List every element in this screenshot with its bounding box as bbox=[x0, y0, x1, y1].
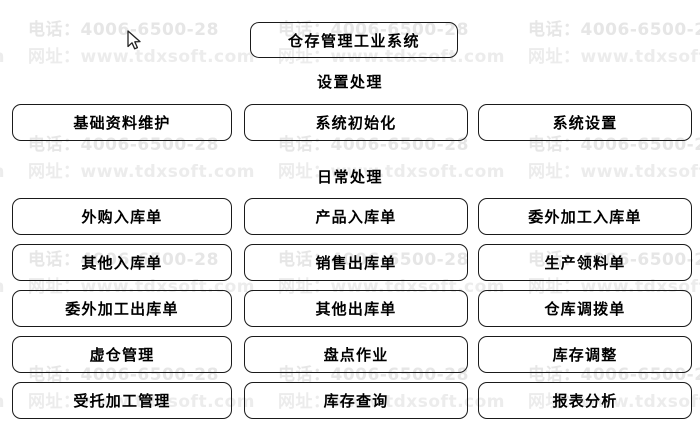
btn-other-outbound[interactable]: 其他出库单 bbox=[244, 290, 468, 327]
btn-report-analysis[interactable]: 报表分析 bbox=[478, 382, 692, 419]
section-header-daily: 日常处理 bbox=[316, 168, 383, 186]
btn-production-material-requisition[interactable]: 生产领料单 bbox=[478, 244, 692, 281]
btn-stocktaking-operation[interactable]: 盘点作业 bbox=[244, 336, 468, 373]
btn-virtual-warehouse-management[interactable]: 虚仓管理 bbox=[12, 336, 232, 373]
btn-basic-data-maintenance[interactable]: 基础资料维护 bbox=[12, 104, 232, 141]
btn-system-settings[interactable]: 系统设置 bbox=[478, 104, 692, 141]
btn-system-initialization[interactable]: 系统初始化 bbox=[244, 104, 468, 141]
btn-purchase-inbound[interactable]: 外购入库单 bbox=[12, 198, 232, 235]
btn-inventory-adjustment[interactable]: 库存调整 bbox=[478, 336, 692, 373]
btn-sales-outbound[interactable]: 销售出库单 bbox=[244, 244, 468, 281]
btn-outsourced-processing-outbound[interactable]: 委外加工出库单 bbox=[12, 290, 232, 327]
btn-inventory-query[interactable]: 库存查询 bbox=[244, 382, 468, 419]
btn-warehouse-transfer[interactable]: 仓库调拨单 bbox=[478, 290, 692, 327]
btn-other-inbound[interactable]: 其他入库单 bbox=[12, 244, 232, 281]
app-title-button[interactable]: 仓存管理工业系统 bbox=[250, 22, 458, 58]
btn-entrusted-processing-management[interactable]: 受托加工管理 bbox=[12, 382, 232, 419]
section-header-settings: 设置处理 bbox=[316, 73, 383, 91]
arrow-pointer-icon bbox=[127, 30, 141, 50]
btn-outsourced-processing-inbound[interactable]: 委外加工入库单 bbox=[478, 198, 692, 235]
btn-product-inbound[interactable]: 产品入库单 bbox=[244, 198, 468, 235]
